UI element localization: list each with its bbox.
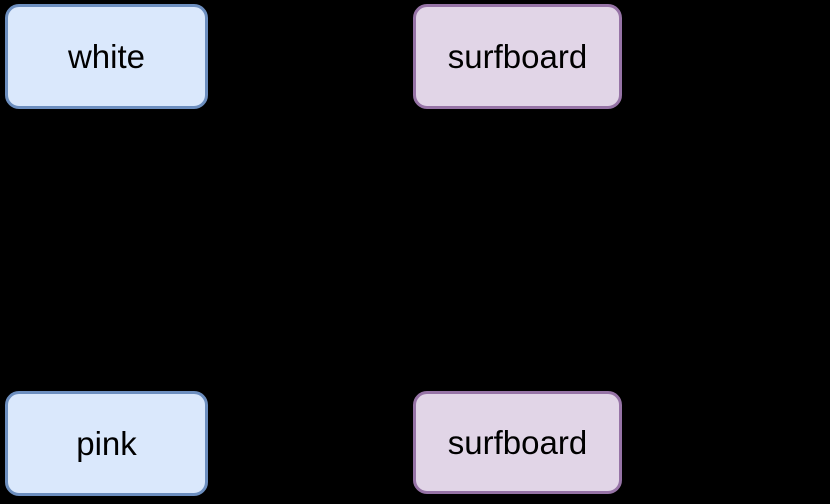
node-surfboard-bottom[interactable]: surfboard [413, 391, 622, 494]
node-white[interactable]: white [5, 4, 208, 109]
node-label: surfboard [447, 424, 588, 461]
node-label: white [67, 38, 146, 75]
node-surfboard-top[interactable]: surfboard [413, 4, 622, 109]
node-label: pink [76, 425, 137, 462]
node-label: surfboard [447, 38, 588, 75]
node-pink[interactable]: pink [5, 391, 208, 496]
